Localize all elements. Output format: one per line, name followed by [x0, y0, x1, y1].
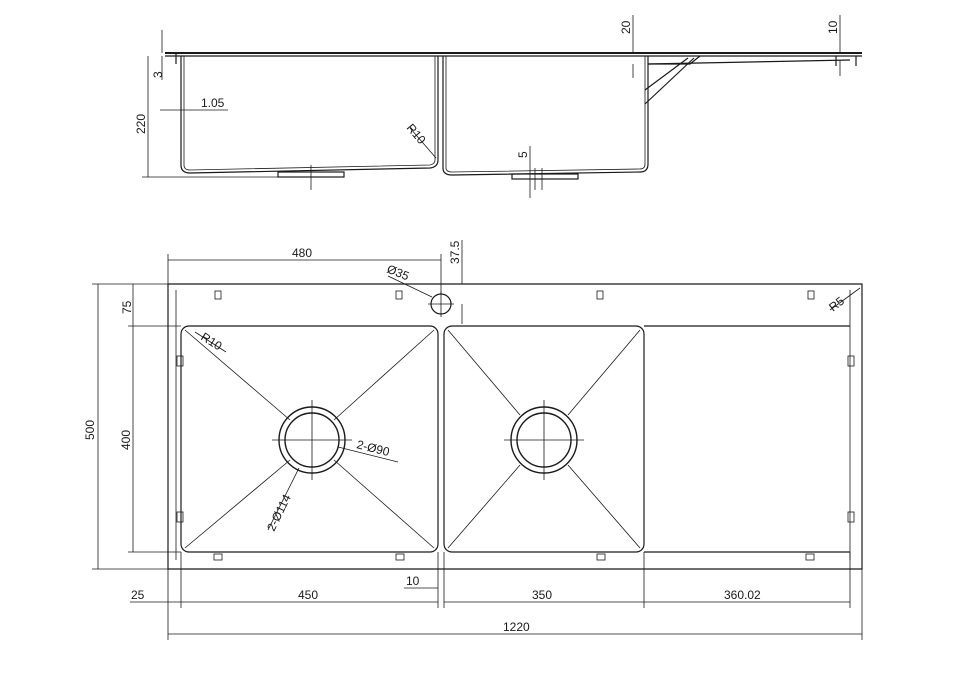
clip	[395, 290, 403, 300]
clip	[805, 553, 815, 561]
bowl2-diag-bl	[447, 464, 521, 549]
dim-back-margin: 75	[120, 300, 134, 314]
clip	[596, 553, 606, 561]
mounting-clips	[176, 290, 855, 561]
dim-depth: 220	[134, 114, 148, 134]
bowl2-diag-br	[567, 464, 641, 549]
drainboard-brace-2	[644, 57, 695, 105]
bowl2-diag-tl	[447, 329, 521, 416]
clip	[807, 290, 815, 300]
dim-top-tab: 20	[619, 20, 633, 34]
plan-view: 480 Ø35 37.5 R5 75 500 400 R10 2-Ø90 2-Ø	[83, 240, 863, 640]
dim-drain-depth: 5	[516, 151, 530, 158]
dim-tap-offset: 37.5	[448, 240, 462, 264]
clip	[214, 290, 222, 300]
dim-inner-radius: R10	[404, 121, 429, 147]
dim-r10-leader	[409, 127, 437, 159]
clip	[213, 553, 223, 561]
dim-rim-thickness: 3	[151, 71, 165, 78]
dim-corner-radius: R5	[826, 294, 847, 315]
bowl2-diag-tr	[567, 329, 641, 416]
dim-overall-depth: 500	[83, 420, 97, 440]
dim-drain-inner-leader	[337, 446, 399, 463]
clip	[395, 553, 405, 561]
dim-right-tab: 10	[826, 20, 840, 34]
dim-r5-leader	[829, 287, 861, 311]
bowl1-diag-tr	[333, 329, 435, 421]
clip	[847, 355, 855, 367]
dim-bowl1-width: 450	[298, 588, 318, 602]
bowl1-diag-bl	[184, 459, 291, 549]
bowl2-inner-wall	[445, 56, 646, 173]
drain2-side	[511, 173, 579, 180]
bowl1-profile	[180, 56, 439, 174]
dim-drain-outer-leader	[267, 467, 300, 531]
bowl2-outline	[443, 325, 645, 553]
clip	[596, 290, 604, 300]
clip	[847, 511, 855, 523]
dim-drainboard-width: 360.02	[724, 588, 761, 602]
dim-bowl1-width-top: 480	[292, 246, 312, 260]
dim-wall: 1.05	[201, 96, 225, 110]
dim-bowl-radius: R10	[198, 330, 224, 354]
bowl1-diag-tl	[184, 329, 291, 421]
bowl1-diag-br	[333, 459, 435, 549]
dim-tap-hole: Ø35	[385, 262, 412, 284]
dim-tap-leader	[387, 275, 433, 298]
clip	[176, 355, 184, 367]
drainboard-underside	[647, 59, 851, 65]
dim-bowl2-width: 350	[532, 588, 552, 602]
dim-drain-outer: 2-Ø114	[264, 492, 294, 534]
drainboard-brace-1	[644, 57, 689, 91]
bowl2-profile	[442, 56, 649, 176]
clip	[176, 511, 184, 523]
dim-left-margin: 25	[131, 588, 145, 602]
dim-bowl-radius-leader	[194, 331, 227, 353]
bowl1-outline	[180, 325, 439, 553]
side-view: 3 220 1.05 R10 5 20 10	[134, 15, 862, 198]
bowl1-inner-wall	[183, 56, 436, 171]
dim-overall-width: 1220	[503, 620, 530, 634]
dim-bowl-depth: 400	[119, 430, 133, 450]
dim-gap: 10	[406, 574, 420, 588]
